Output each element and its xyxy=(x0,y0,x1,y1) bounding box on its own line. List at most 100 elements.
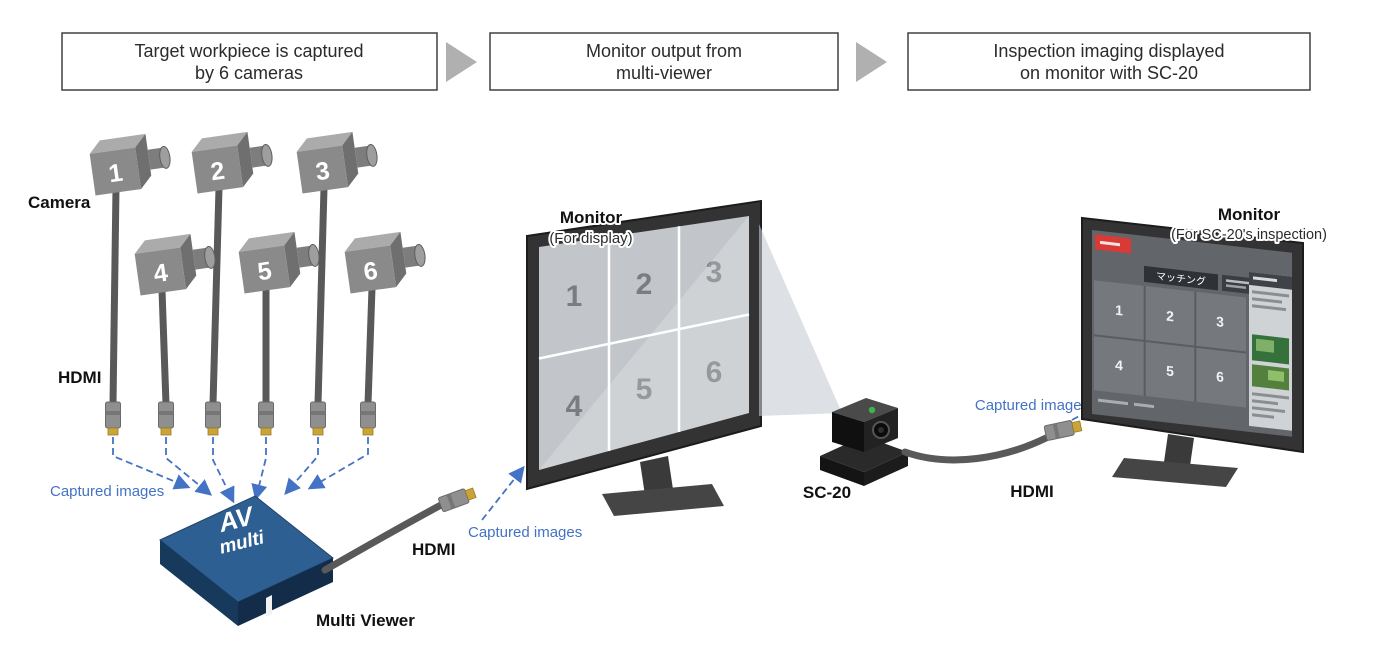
camera-3: 3 xyxy=(296,131,378,194)
hdmi-plug-icon xyxy=(205,401,221,436)
camera-top-face xyxy=(296,131,353,152)
camera-number: 4 xyxy=(152,259,170,289)
camera-side-face xyxy=(135,133,152,190)
multiviewer-port xyxy=(266,595,272,617)
inspection-monitor-subtitle: (For SC-20's inspection) xyxy=(1171,227,1327,243)
camera-number: 3 xyxy=(314,157,332,187)
hdmi-plug-icon xyxy=(105,401,121,436)
multi-viewer-label: Multi Viewer xyxy=(316,611,415,630)
multiviewer-hdmi-cable xyxy=(321,501,445,574)
camera-2: 2 xyxy=(191,131,273,194)
multiviewer-right-face xyxy=(238,558,333,626)
camera-5: 5 xyxy=(238,231,320,294)
left-hdmi-label: HDMI xyxy=(58,368,101,387)
sc20-body-top xyxy=(832,398,898,422)
sc20-body-front xyxy=(832,412,864,452)
right-hdmi-label: HDMI xyxy=(1010,482,1053,501)
flow-arrow-icon xyxy=(446,42,477,82)
sc20-base-side xyxy=(864,452,908,486)
app-grid-number: 4 xyxy=(1115,357,1123,374)
captured-images-arrow xyxy=(165,437,213,496)
step3-line2: on monitor with SC-20 xyxy=(1020,63,1198,83)
camera-side-face xyxy=(342,131,359,188)
app-grid-number: 1 xyxy=(1115,302,1123,319)
screen-grid-number: 4 xyxy=(566,390,583,423)
camera6-cable xyxy=(364,284,376,408)
screen-grid-number: 5 xyxy=(636,373,653,406)
inspection-monitor: マッチング 1 2 3 4 5 6 xyxy=(1081,216,1304,487)
monitor-stand-base xyxy=(602,484,724,516)
side-panel-text-bar xyxy=(1252,413,1274,419)
inspection-monitor-title: Monitor xyxy=(1218,205,1281,224)
sc20-base-top xyxy=(820,436,908,472)
camera-group-label: Camera xyxy=(28,193,91,212)
camera-lens-icon xyxy=(204,246,216,269)
app-side-panel xyxy=(1249,271,1292,431)
hdmi-plug-icon xyxy=(360,401,376,436)
camera2-cable xyxy=(209,184,223,408)
monitor-stand-neck xyxy=(1164,434,1194,466)
hdmi-plugs xyxy=(105,401,376,436)
screen-sheen xyxy=(539,216,749,470)
captured-images-label-right: Captured images xyxy=(975,397,1089,414)
camera-number: 5 xyxy=(256,257,274,287)
step1-line1: Target workpiece is captured xyxy=(134,41,363,61)
sc20-hdmi-cable xyxy=(901,434,1050,464)
grid-line xyxy=(538,313,750,360)
app-grid: 1 2 3 4 5 6 xyxy=(1094,280,1246,408)
step2-line1: Monitor output from xyxy=(586,41,742,61)
camera-front-face xyxy=(344,245,397,294)
camera-lens-icon xyxy=(159,146,171,169)
side-panel-text-bar xyxy=(1252,399,1278,406)
camera-side-face xyxy=(284,231,301,288)
monitor-stand-base xyxy=(1112,458,1238,487)
camera-front-face xyxy=(134,247,187,296)
app-toolbar xyxy=(1144,265,1218,291)
display-monitor-title: Monitor xyxy=(560,208,623,227)
side-panel-header-text-bar xyxy=(1253,276,1277,283)
captured-images-label-mid: Captured images xyxy=(468,524,582,541)
camera-cables xyxy=(109,184,376,408)
captured-images-arrow xyxy=(251,437,268,501)
app-grid-number: 5 xyxy=(1166,362,1174,379)
camera-top-face xyxy=(238,231,295,252)
captured-images-arrow xyxy=(307,437,369,490)
camera-4: 4 xyxy=(134,233,216,296)
grid-line xyxy=(1094,334,1246,354)
step1-line2: by 6 cameras xyxy=(195,63,303,83)
camera-number: 2 xyxy=(209,157,227,187)
hdmi-plug-icon xyxy=(1043,420,1083,441)
camera-lens-icon xyxy=(414,244,426,267)
screen-grid-number: 2 xyxy=(636,268,653,301)
app-status-text-bar xyxy=(1134,402,1154,409)
step-box-3 xyxy=(907,32,1311,91)
app-toolbar-text-bar xyxy=(1226,279,1252,285)
side-panel-text-bar xyxy=(1252,406,1285,413)
sc20-lens-core xyxy=(878,427,884,433)
hdmi-plug-icon xyxy=(310,401,326,436)
camera-top-face xyxy=(191,131,248,152)
camera1-cable xyxy=(109,184,120,408)
hdmi-plug-icon xyxy=(258,401,274,436)
step-box-1 xyxy=(61,32,438,91)
camera-top-face xyxy=(89,133,146,154)
camera-1: 1 xyxy=(89,133,171,196)
multi-viewer-device: AV multi xyxy=(159,495,334,626)
app-grid-number: 2 xyxy=(1166,307,1174,324)
thumbnail-image-highlight xyxy=(1268,370,1284,382)
captured-images-arrow xyxy=(212,437,235,504)
camera-lens-icon xyxy=(261,144,273,167)
screen-grid-number: 3 xyxy=(706,256,723,289)
camera-lens-icon xyxy=(366,144,378,167)
side-panel-text-bar xyxy=(1252,392,1289,400)
app-status-text-bar xyxy=(1098,398,1128,406)
camera-side-face xyxy=(180,233,197,290)
app-grid-number: 6 xyxy=(1216,368,1224,385)
camera3-cable xyxy=(314,184,328,408)
step-box-2 xyxy=(489,32,839,91)
thumbnail-image-highlight xyxy=(1256,338,1274,353)
display-monitor: 1 2 3 4 5 6 xyxy=(526,199,762,516)
process-steps: Target workpiece is captured by 6 camera… xyxy=(61,32,1311,91)
camera-top-face xyxy=(344,231,401,252)
